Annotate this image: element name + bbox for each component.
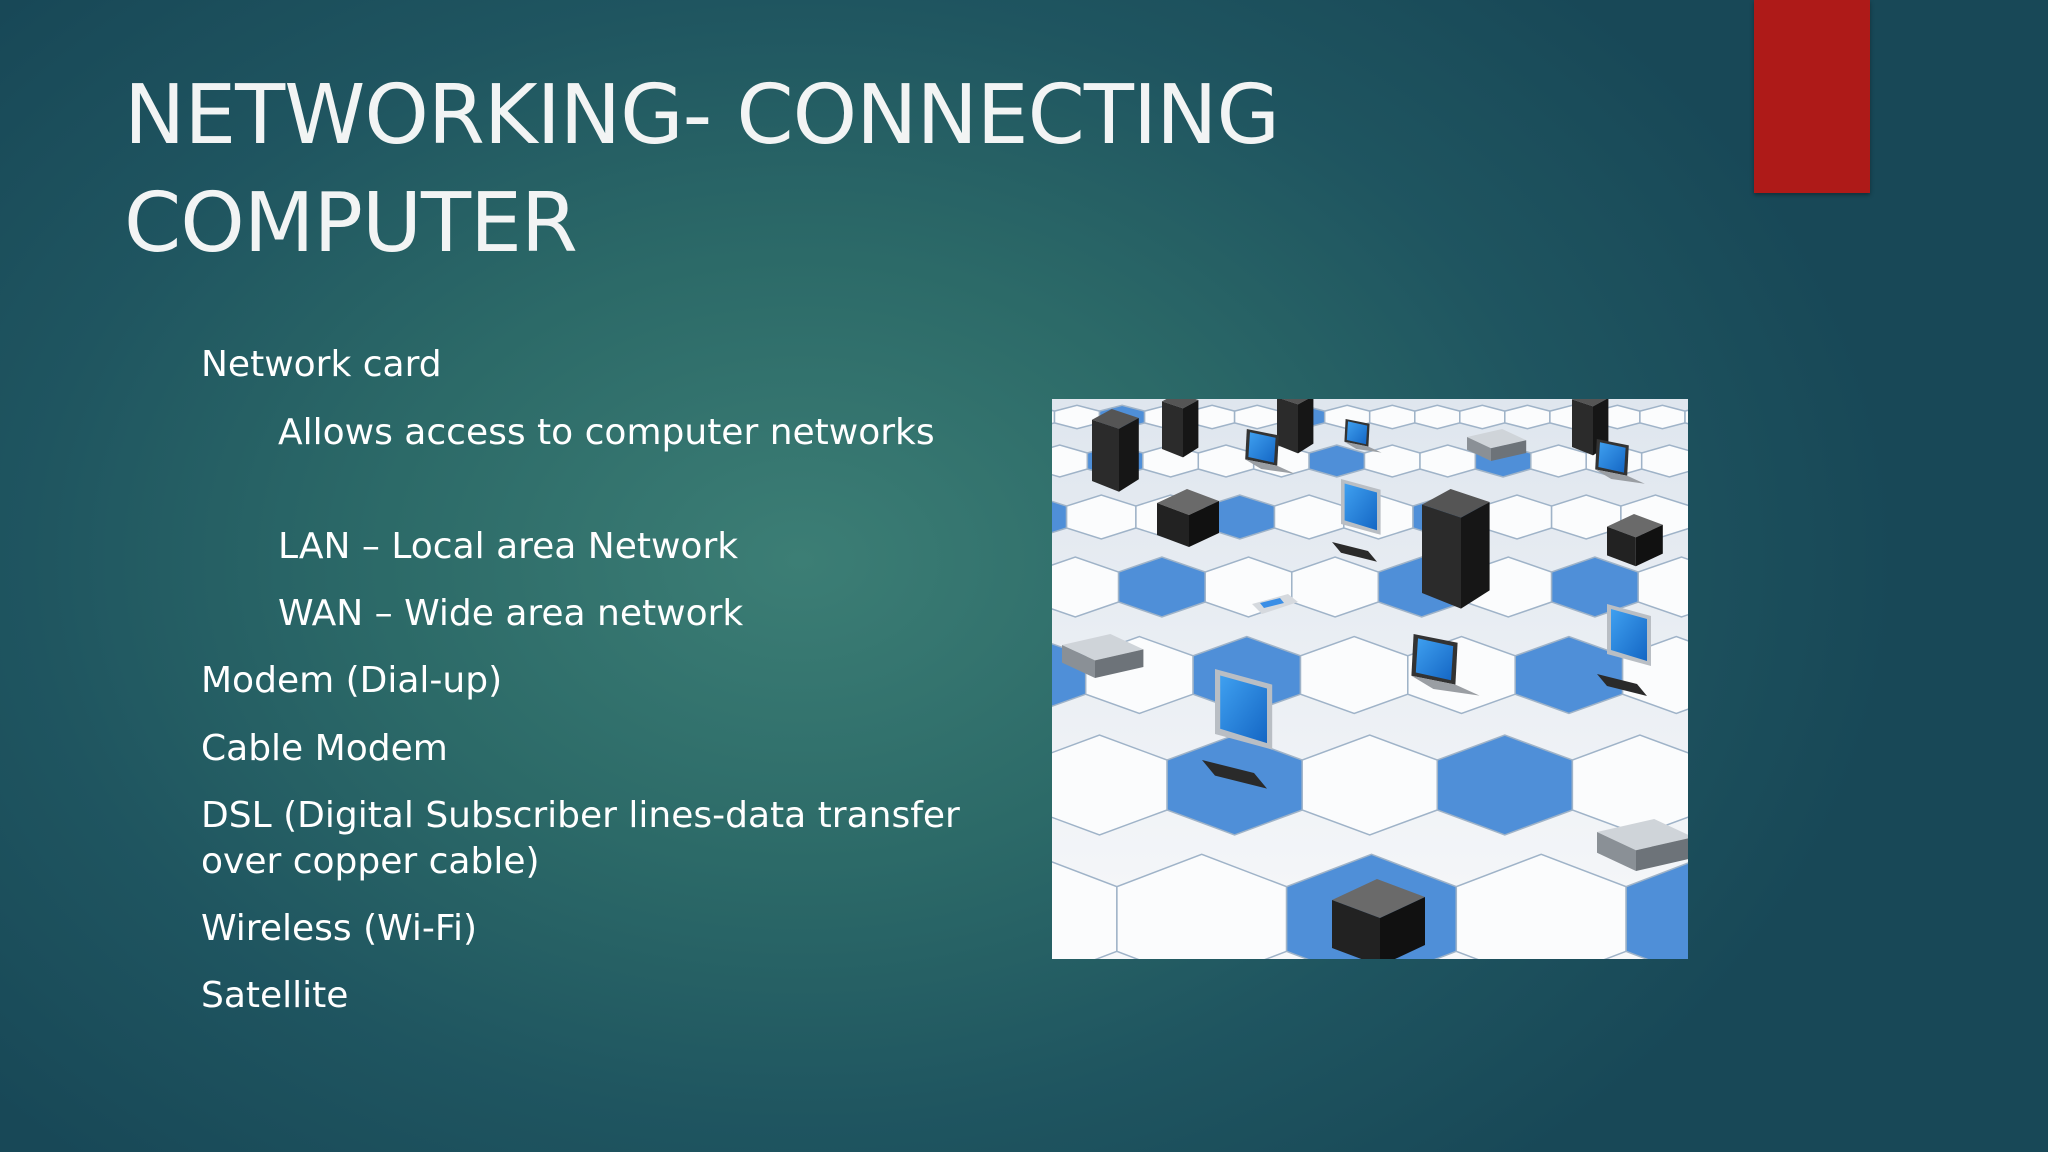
- laptop-base: [1344, 441, 1382, 453]
- laptop-screen: [1415, 638, 1454, 681]
- network-illustration-svg: [1052, 399, 1688, 959]
- tower-device: [1422, 489, 1490, 609]
- cube-device: [1607, 514, 1663, 567]
- hex-tile-white: [1637, 556, 1688, 618]
- monitor-screen: [1220, 675, 1267, 744]
- tower-side: [1119, 418, 1139, 492]
- cube-device: [1332, 879, 1425, 959]
- network-illustration: [1052, 399, 1688, 959]
- hub-top: [1062, 634, 1144, 661]
- laptop-device: [1411, 634, 1480, 696]
- sub-bullet-allows-access: Allows access to computer networks: [278, 412, 935, 453]
- laptop-screen: [1248, 432, 1276, 463]
- laptop-device: [1245, 429, 1295, 474]
- cube-side: [1189, 501, 1219, 547]
- phone-device: [1252, 594, 1298, 614]
- bullet-dsl-line-2: over copper cable): [201, 841, 540, 882]
- monitor-device: [1332, 479, 1381, 562]
- hex-tile-white: [1368, 404, 1416, 430]
- accent-bar: [1754, 0, 1870, 193]
- hex-tile-white: [1639, 404, 1686, 430]
- hex-tile-white: [1459, 404, 1506, 430]
- laptop-base: [1595, 469, 1645, 484]
- hub-top: [1467, 429, 1527, 449]
- laptop-screen: [1598, 442, 1626, 473]
- cube-side: [1635, 524, 1663, 567]
- tower-top: [1281, 399, 1308, 405]
- cube-side: [1380, 897, 1425, 959]
- bullet-cable-modem: Cable Modem: [201, 728, 448, 769]
- tower-front: [1092, 419, 1119, 492]
- tower-device: [1092, 409, 1139, 492]
- monitor-screen: [1611, 609, 1647, 661]
- tower-device: [1277, 399, 1314, 454]
- device-layer: [1062, 399, 1688, 959]
- cube-top: [1332, 879, 1425, 918]
- slide-title: NETWORKING- CONNECTING COMPUTER: [124, 62, 1624, 278]
- sub-bullet-lan: LAN – Local area Network: [278, 526, 739, 567]
- hub-device: [1062, 634, 1144, 678]
- tower-side: [1183, 400, 1199, 458]
- monitor-screen: [1344, 483, 1377, 531]
- sub-bullet-wan: WAN – Wide area network: [278, 593, 744, 634]
- monitor-device: [1202, 669, 1273, 789]
- cube-front: [1332, 900, 1380, 959]
- hub-top: [1597, 819, 1688, 851]
- cube-top: [1607, 514, 1663, 538]
- hex-tile-white: [1504, 404, 1551, 430]
- hex-tile-white: [1684, 409, 1688, 425]
- tower-top: [1092, 409, 1139, 429]
- laptop-screen: [1346, 421, 1368, 445]
- laptop-base: [1245, 459, 1295, 474]
- bullet-satellite: Satellite: [201, 975, 349, 1016]
- monitor-device: [1597, 604, 1651, 696]
- hub-side: [1635, 838, 1688, 871]
- hub-side: [1095, 649, 1144, 678]
- hub-front: [1467, 437, 1491, 461]
- tower-top: [1422, 489, 1490, 518]
- cube-top: [1157, 489, 1219, 515]
- tower-top: [1572, 399, 1607, 407]
- laptop-base: [1411, 675, 1480, 696]
- monitor-keyboard: [1332, 542, 1377, 562]
- bullet-modem-dialup: Modem (Dial-up): [201, 660, 503, 701]
- cube-front: [1157, 503, 1189, 547]
- tower-front: [1162, 401, 1183, 458]
- hex-tile-white: [1233, 404, 1281, 430]
- hex-tile-blue: [1625, 862, 1688, 959]
- tower-device: [1162, 399, 1199, 458]
- hub-front: [1597, 832, 1636, 871]
- hub-device: [1597, 819, 1688, 871]
- monitor-keyboard: [1202, 760, 1267, 789]
- cube-device: [1157, 489, 1219, 547]
- hub-device: [1467, 429, 1527, 461]
- cube-front: [1607, 526, 1636, 567]
- hub-front: [1062, 645, 1095, 678]
- tower-top: [1162, 399, 1199, 409]
- phone-display: [1260, 598, 1284, 608]
- bullet-dsl-line-1: DSL (Digital Subscriber lines-data trans…: [201, 795, 960, 836]
- tower-side: [1297, 399, 1314, 454]
- tower-front: [1277, 399, 1298, 454]
- tower-front: [1572, 399, 1593, 456]
- tower-front: [1422, 504, 1461, 609]
- bullet-wireless: Wireless (Wi-Fi): [201, 908, 478, 949]
- hub-side: [1491, 440, 1527, 461]
- hex-tile-white: [1414, 404, 1461, 430]
- tower-side: [1461, 502, 1490, 609]
- monitor-keyboard: [1597, 674, 1647, 696]
- hex-tile-white: [1640, 444, 1688, 478]
- slide-title-line-2: COMPUTER: [124, 176, 578, 271]
- slide-title-line-1: NETWORKING- CONNECTING: [124, 68, 1280, 163]
- laptop-device: [1595, 439, 1645, 484]
- bullet-network-card: Network card: [201, 344, 442, 385]
- laptop-device: [1344, 419, 1382, 453]
